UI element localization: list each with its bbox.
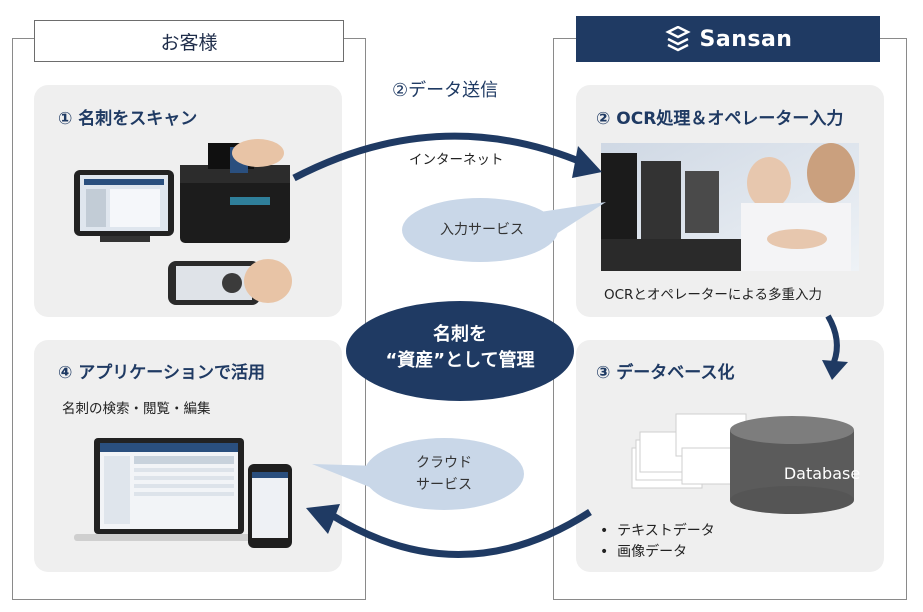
sansan-label-text: Sansan bbox=[699, 26, 793, 52]
upload-arrow bbox=[292, 132, 602, 182]
scan-title: ① 名刺をスキャン bbox=[58, 109, 198, 129]
center-ellipse bbox=[346, 301, 574, 401]
center-line1: 名刺を bbox=[433, 324, 487, 345]
app-title: ④ アプリケーションで活用 bbox=[58, 363, 265, 383]
bullet-dot: • bbox=[600, 544, 618, 560]
input-service-text: 入力サービス bbox=[440, 222, 524, 238]
cloud-service-line1: クラウド bbox=[416, 455, 472, 471]
sansan-logo-icon bbox=[664, 26, 691, 52]
ocr-caption: OCRとオペレーターによる多重入力 bbox=[604, 287, 823, 303]
data-transfer-label: ②データ送信 bbox=[392, 80, 499, 101]
input-service-bubble bbox=[402, 198, 606, 262]
return-arrow bbox=[306, 504, 592, 558]
database-label: Database bbox=[783, 464, 861, 483]
app-caption: 名刺の検索・閲覧・編集 bbox=[62, 401, 211, 417]
bullet-item: • テキストデータ bbox=[600, 520, 715, 540]
database-illustration bbox=[631, 413, 854, 514]
app-devices-illustration bbox=[74, 438, 292, 548]
cloud-service-line2: サービス bbox=[416, 477, 472, 493]
center-line2: “資産”として管理 bbox=[385, 350, 535, 371]
customer-label: お客様 bbox=[34, 20, 344, 62]
bullet-text: テキストデータ bbox=[617, 523, 715, 539]
bullet-dot: • bbox=[600, 523, 618, 539]
scanner-illustration bbox=[74, 139, 292, 305]
bullet-text: 画像データ bbox=[617, 544, 688, 560]
customer-label-text: お客様 bbox=[160, 31, 218, 54]
bullet-item: • 画像データ bbox=[600, 541, 687, 561]
internet-label: インターネット bbox=[409, 152, 504, 168]
sansan-label: Sansan bbox=[576, 16, 880, 62]
ocr-title: ② OCR処理＆オペレーター入力 bbox=[596, 109, 844, 129]
down-arrow bbox=[822, 314, 848, 380]
cloud-service-bubble bbox=[312, 438, 524, 510]
database-title: ③ データベース化 bbox=[596, 363, 735, 383]
operators-photo bbox=[601, 143, 859, 271]
